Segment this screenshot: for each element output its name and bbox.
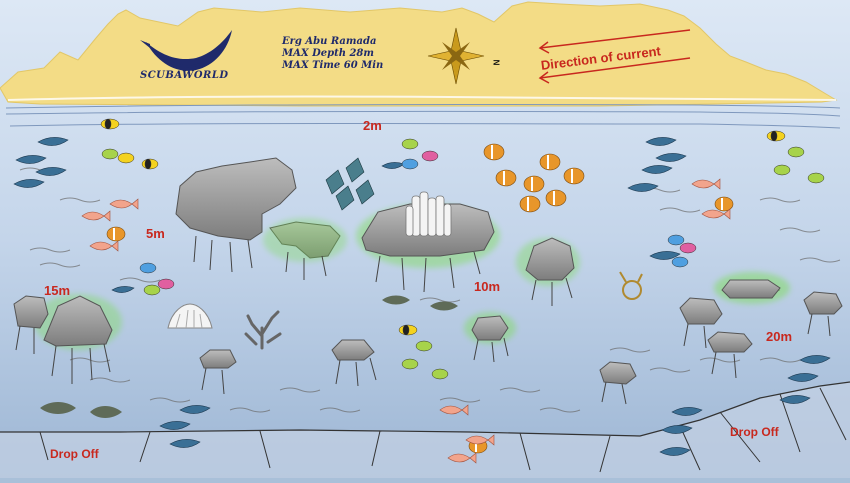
depth-label-5m: 5m [146,226,165,241]
eagle-ray [40,295,458,418]
compass-north-label: N [492,59,502,66]
current-direction-arrows [538,29,691,84]
reef-fish-pink [81,178,731,464]
drop-off-label-left: Drop Off [50,447,99,461]
coral-pinnacle [175,157,297,241]
drop-off-edge [0,382,850,478]
butterflyfish-school [106,143,734,454]
coral-pinnacles [13,157,843,405]
school-of-barracuda [13,137,831,456]
scubaworld-logo [140,30,232,71]
max-time: MAX Time 60 Min [282,60,384,71]
coral-pinnacle [803,291,843,315]
tropical-fish-small [100,118,825,380]
drop-off-cracks [39,387,847,473]
reef-edge-line [5,110,841,117]
shore-foam [7,95,837,101]
max-depth: MAX Depth 28m [282,48,374,59]
coral-pinnacle [43,295,113,347]
compass-rose-icon [427,27,485,85]
coral-pinnacle [525,237,575,281]
coral-pinnacle [331,339,375,361]
reef-edge-line [5,103,841,109]
coral-pinnacle [471,315,509,341]
depth-label-10m: 10m [474,279,501,294]
depth-label-15m: 15m [44,283,71,298]
drop-off-line [0,381,850,437]
sponge-cluster [405,191,452,237]
brand-name: SCUBAWORLD [140,70,229,81]
coral-pinnacle [199,349,237,369]
branching-coral [244,310,282,350]
depth-label-20m: 20m [766,329,793,344]
table-coral [167,303,213,329]
coral-pinnacle [707,331,753,353]
reef-edge-line [9,123,841,129]
depth-label-2m: 2m [363,118,382,133]
coral-pinnacle [13,295,49,329]
coral-pinnacle [721,279,781,299]
coral-pinnacle [599,361,637,385]
island-shoreline [0,1,838,107]
jellyfish-icon [619,271,643,300]
angelfish-group [325,157,375,211]
site-name: Erg Abu Ramada [282,36,377,47]
drop-off-label-right: Drop Off [730,425,779,439]
